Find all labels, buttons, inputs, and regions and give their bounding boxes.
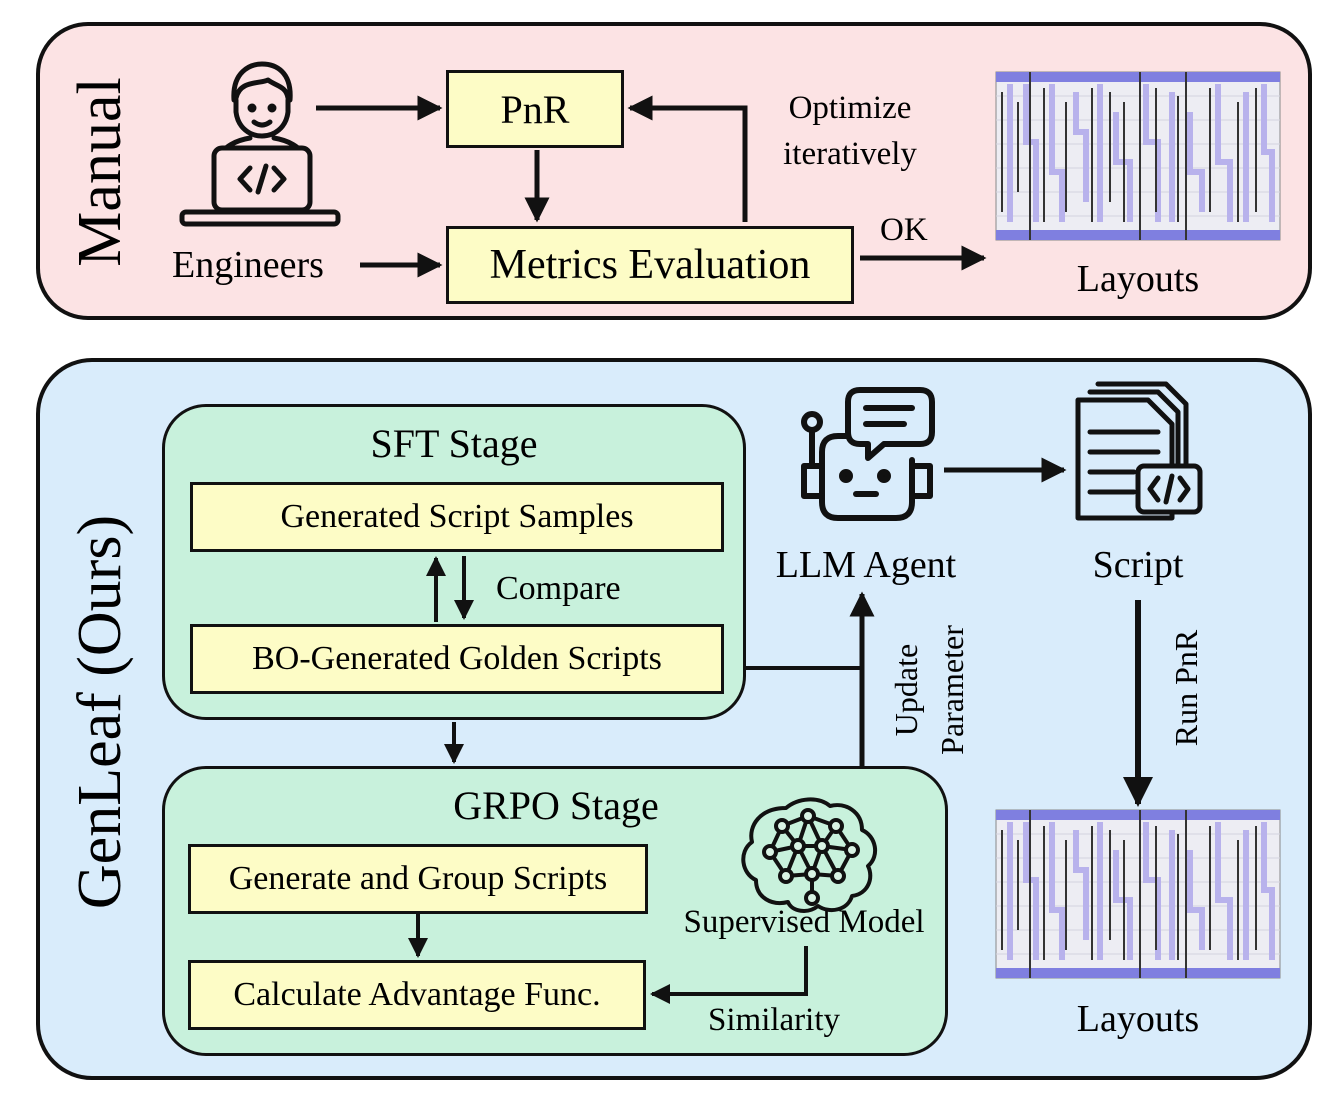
generated-script-samples-box: Generated Script Samples (190, 482, 724, 552)
optimize-label-line1: Optimize (788, 90, 912, 126)
advantage-function-label: Calculate Advantage Func. (233, 976, 601, 1013)
manual-layout-thumbnail-icon (995, 71, 1281, 241)
compare-label: Compare (496, 570, 621, 607)
arrow-optimize-loop (627, 95, 748, 222)
ok-label: OK (880, 212, 928, 248)
generate-group-scripts-box: Generate and Group Scripts (188, 844, 648, 914)
neural-brain-icon (741, 797, 878, 913)
metrics-evaluation-label: Metrics Evaluation (489, 242, 811, 288)
script-document-icon (1075, 381, 1203, 521)
engineers-label: Engineers (172, 244, 324, 286)
generate-group-scripts-label: Generate and Group Scripts (228, 860, 608, 897)
arrow-similarity (650, 946, 808, 1004)
robot-chat-icon (801, 387, 935, 521)
advantage-function-box: Calculate Advantage Func. (188, 960, 646, 1030)
grpo-stage-title: GRPO Stage (453, 783, 659, 828)
engineer-laptop-icon (179, 61, 341, 227)
generated-script-samples-label: Generated Script Samples (280, 498, 634, 535)
sft-stage-title: SFT Stage (370, 421, 538, 466)
manual-layouts-label: Layouts (1076, 258, 1200, 300)
genleaf-layout-thumbnail-icon (995, 809, 1281, 979)
llm-agent-label: LLM Agent (775, 544, 957, 586)
genleaf-layouts-label: Layouts (1076, 998, 1200, 1040)
optimize-label-line2: iteratively (783, 136, 917, 172)
pnr-box: PnR (446, 70, 624, 148)
pnr-label: PnR (500, 86, 570, 132)
similarity-label: Similarity (708, 1002, 840, 1038)
metrics-evaluation-box: Metrics Evaluation (446, 226, 854, 304)
golden-scripts-label: BO-Generated Golden Scripts (252, 640, 662, 677)
golden-scripts-box: BO-Generated Golden Scripts (190, 624, 724, 694)
script-label: Script (1092, 544, 1184, 586)
